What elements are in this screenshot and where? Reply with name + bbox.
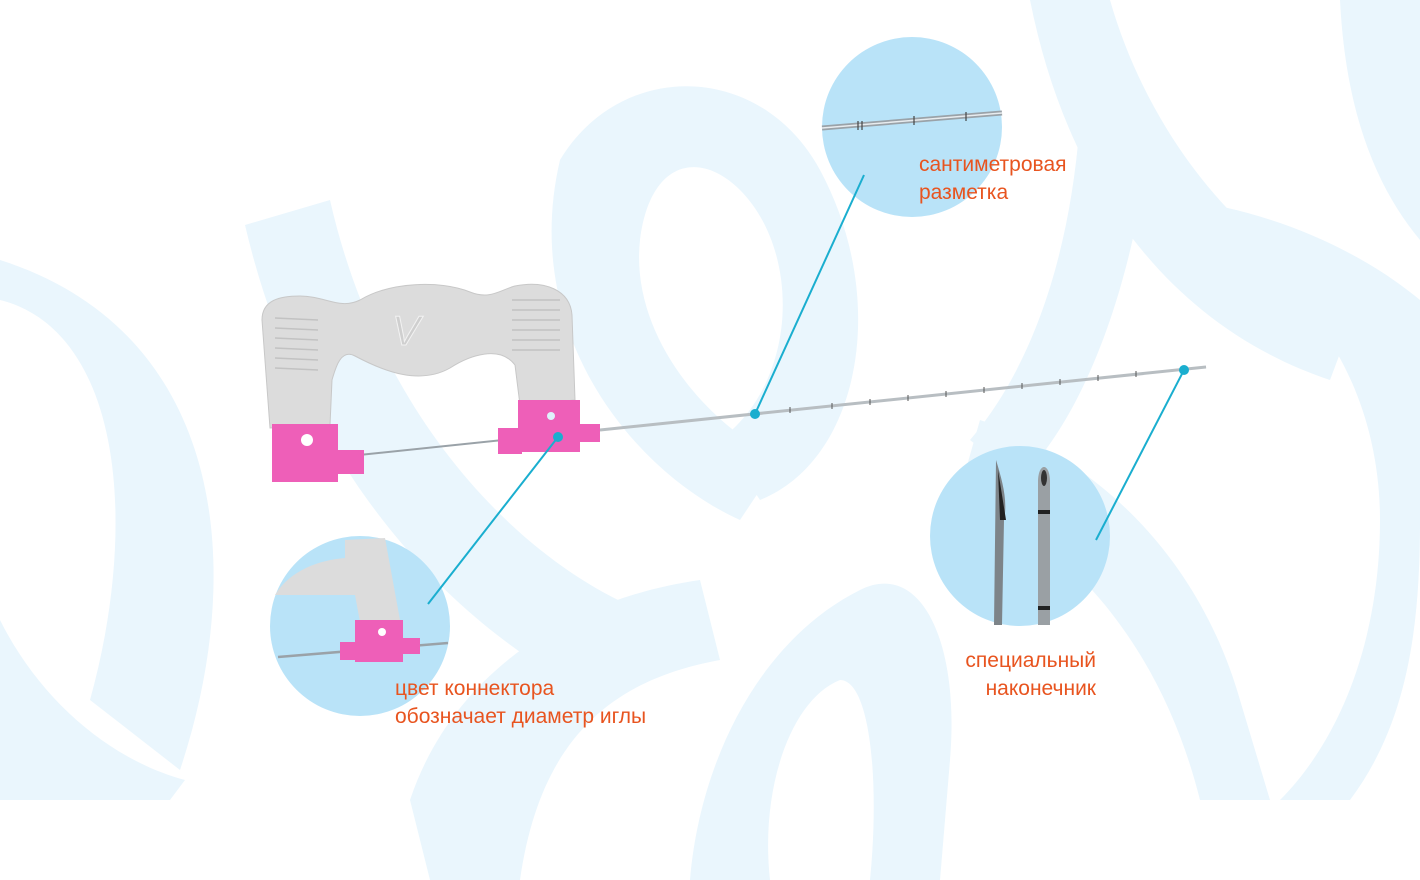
handle-logo: V — [392, 307, 424, 354]
tip-detail — [994, 460, 1050, 625]
connector-label-line1: цвет коннектора — [395, 677, 555, 700]
markings-pointer-dot — [750, 409, 760, 419]
tip-label: специальный наконечник — [900, 647, 1096, 703]
connector-pointer-dot — [553, 432, 563, 442]
markings-label-line1: сантиметровая — [919, 153, 1067, 176]
connector-label-line2: обозначает диаметр иглы — [395, 705, 647, 728]
markings-label: сантиметровая разметка — [919, 151, 1067, 207]
tip-callout-circle — [930, 446, 1110, 626]
handle-wings — [261, 283, 576, 429]
markings-detail — [821, 110, 1003, 131]
markings-label-line2: разметка — [919, 181, 1009, 204]
tip-label-line1: специальный — [965, 649, 1096, 672]
leader-lines — [427, 174, 1185, 605]
connector-detail — [275, 538, 449, 662]
tip-pointer-dot — [1179, 365, 1189, 375]
tip-label-line2: наконечник — [985, 677, 1096, 700]
markings-callout-circle — [822, 37, 1002, 217]
connector-label: цвет коннектора обозначает диаметр иглы — [395, 675, 646, 731]
needle-illustration: V — [261, 283, 1207, 482]
